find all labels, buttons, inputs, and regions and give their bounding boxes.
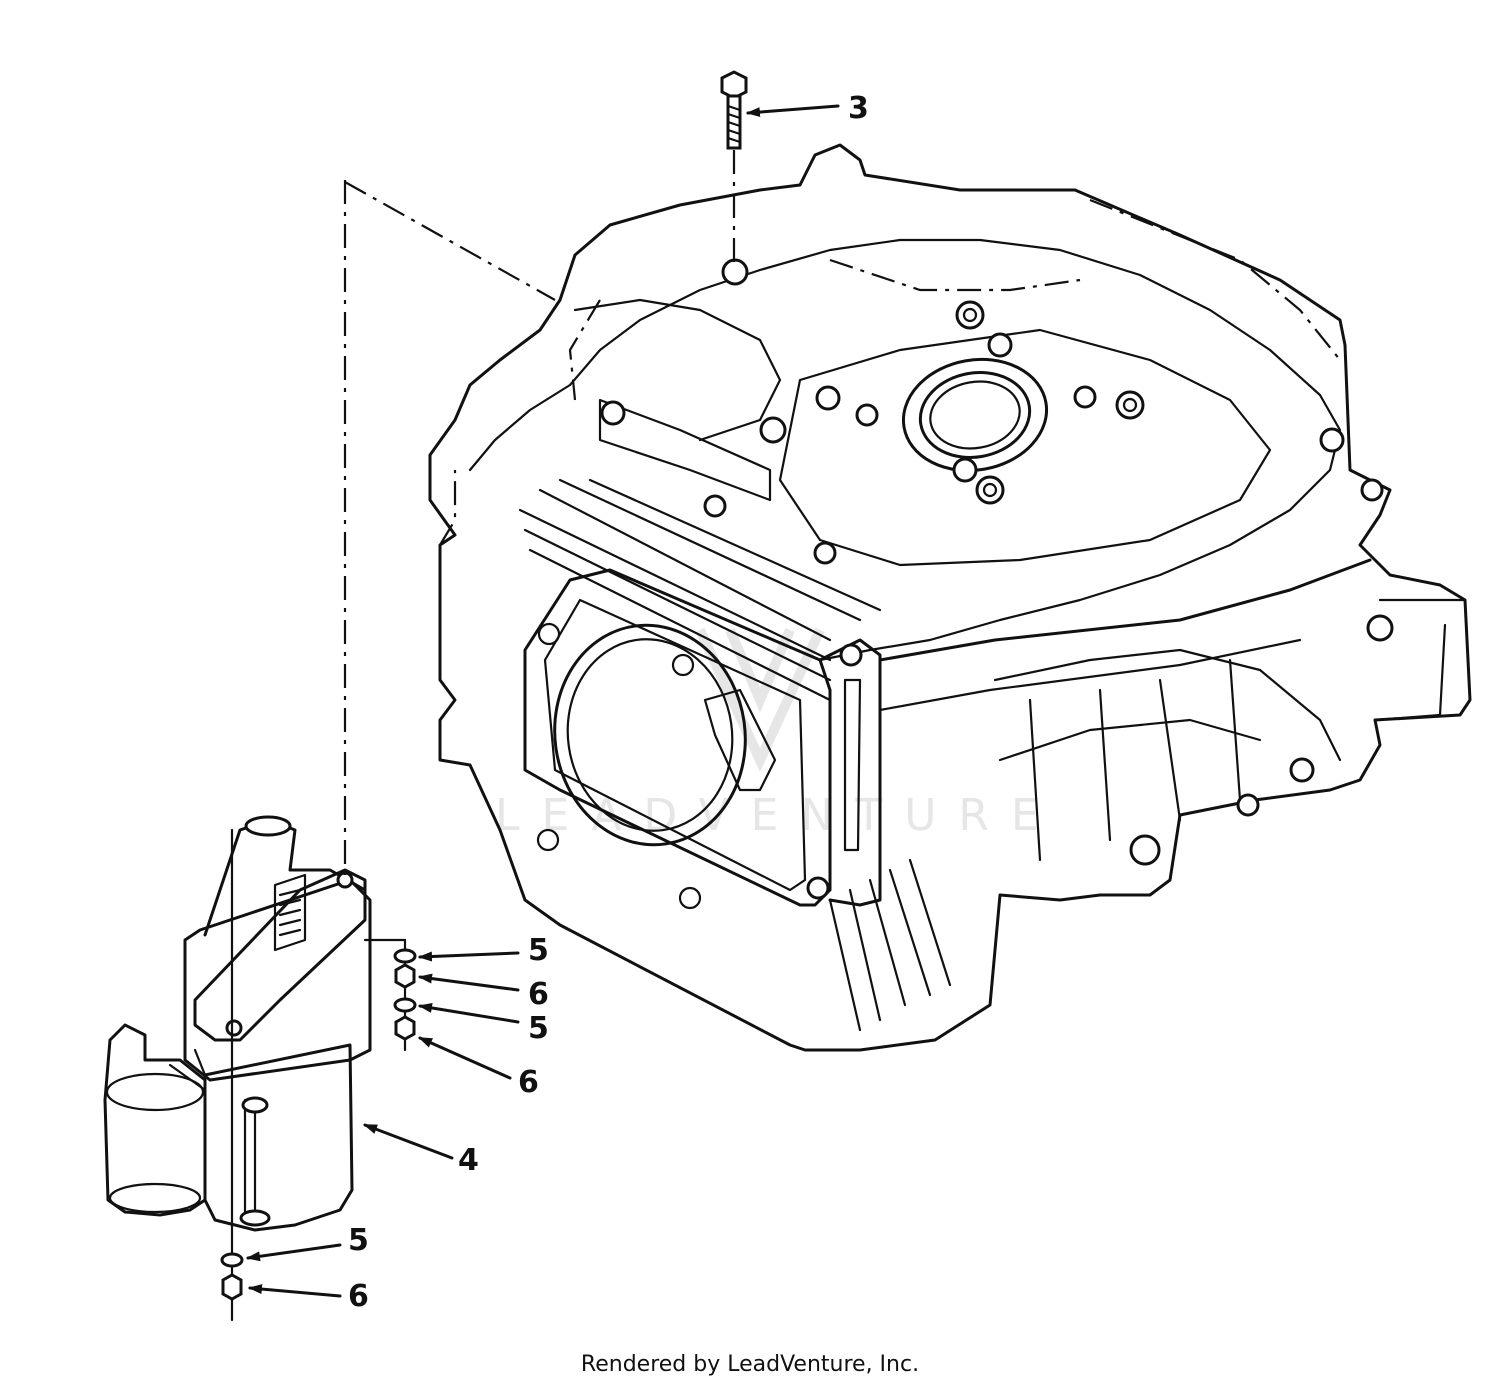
svg-text:6: 6 (528, 977, 549, 1012)
svg-text:4: 4 (458, 1143, 479, 1178)
starter-hardware-right (363, 938, 417, 1052)
svg-text:3: 3 (848, 91, 869, 126)
callout-3: 3 (746, 91, 869, 126)
callout-6-upper-nut: 6 (418, 973, 549, 1012)
callout-6-lower-nut: 6 (418, 1036, 539, 1100)
alignment-line-starter-diag (344, 181, 556, 301)
watermark-logo (695, 627, 825, 772)
bolt-part-3 (720, 70, 748, 150)
svg-text:6: 6 (518, 1065, 539, 1100)
svg-text:5: 5 (528, 933, 549, 968)
starter-motor-part-4 (103, 815, 372, 1232)
callout-5-upper-washer: 5 (418, 933, 549, 968)
watermark-text: LEADVENTURE (495, 790, 1061, 841)
svg-text:5: 5 (348, 1223, 369, 1258)
svg-text:6: 6 (348, 1279, 369, 1314)
footer-credit: Rendered by LeadVenture, Inc. (580, 1352, 920, 1377)
callout-5-lower-washer: 5 (418, 1002, 549, 1046)
engine-crankcase (428, 143, 1472, 1052)
callout-4-starter: 4 (363, 1123, 479, 1178)
callout-5-bottom-washer: 5 (246, 1223, 369, 1262)
starter-hardware-bottom (220, 1252, 244, 1301)
svg-text:5: 5 (528, 1011, 549, 1046)
callout-6-bottom-nut: 6 (248, 1279, 369, 1314)
